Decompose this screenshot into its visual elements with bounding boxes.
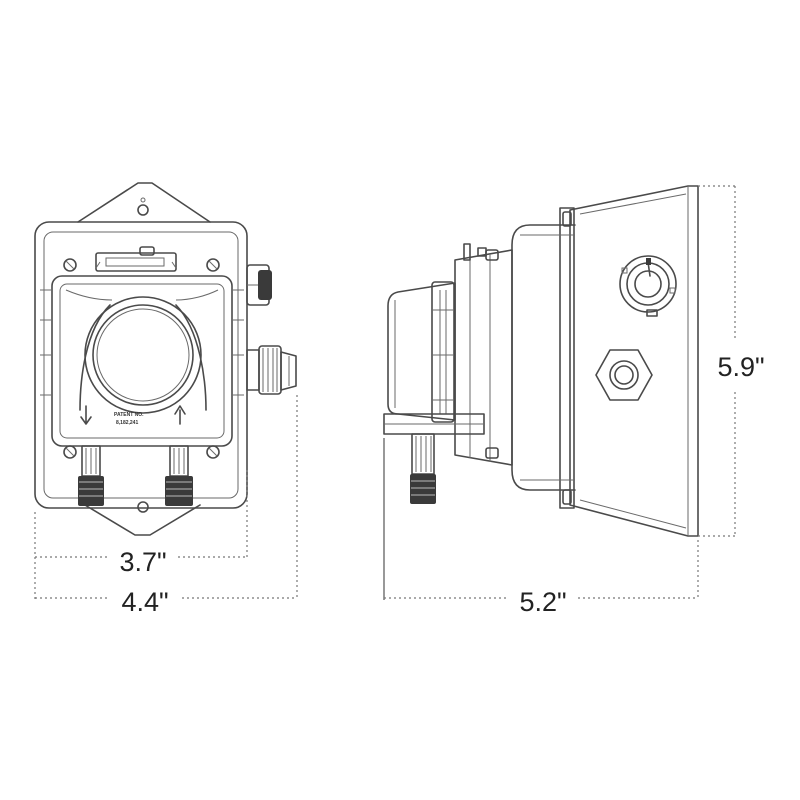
side-view xyxy=(383,185,699,537)
inlet-fitting xyxy=(78,445,104,506)
front-view: PATENT NO. 8,182,241 xyxy=(34,182,297,536)
patent-label: PATENT NO. xyxy=(114,412,144,418)
top-mount-hole xyxy=(137,204,149,216)
outlet-fitting xyxy=(165,445,193,506)
front-screws xyxy=(63,258,220,459)
up-arrow-icon xyxy=(174,405,186,425)
power-switch xyxy=(246,264,272,306)
side-fitting xyxy=(410,433,436,504)
top-mount-tab xyxy=(77,182,211,223)
bottom-mount-hole xyxy=(137,501,149,513)
pump-head-cover xyxy=(51,275,233,447)
bottom-mount-tab xyxy=(84,504,201,536)
enclosure-body xyxy=(34,221,248,509)
dimension-depth: 5.2" xyxy=(519,587,566,617)
side-switch-knob xyxy=(619,255,677,317)
down-arrow-icon xyxy=(80,405,92,425)
side-gland-nut xyxy=(595,349,653,401)
side-flange xyxy=(559,207,575,509)
side-enclosure xyxy=(569,185,699,537)
front-dimensions xyxy=(34,395,298,600)
dimension-inner-width: 3.7" xyxy=(119,547,166,577)
side-housing xyxy=(511,224,576,491)
dimension-outer-width: 4.4" xyxy=(121,587,168,617)
dimension-height: 5.9" xyxy=(717,352,764,382)
tube-left xyxy=(79,304,111,411)
side-dimensions xyxy=(383,185,736,600)
side-cover-frame xyxy=(431,281,455,423)
rotor xyxy=(92,304,194,406)
tube-right xyxy=(175,304,207,411)
cover-ribs xyxy=(40,289,244,396)
patent-number: 8,182,241 xyxy=(116,420,138,426)
pump-head-latch xyxy=(95,246,177,272)
side-pump-head xyxy=(387,282,456,421)
cable-gland xyxy=(246,345,297,395)
